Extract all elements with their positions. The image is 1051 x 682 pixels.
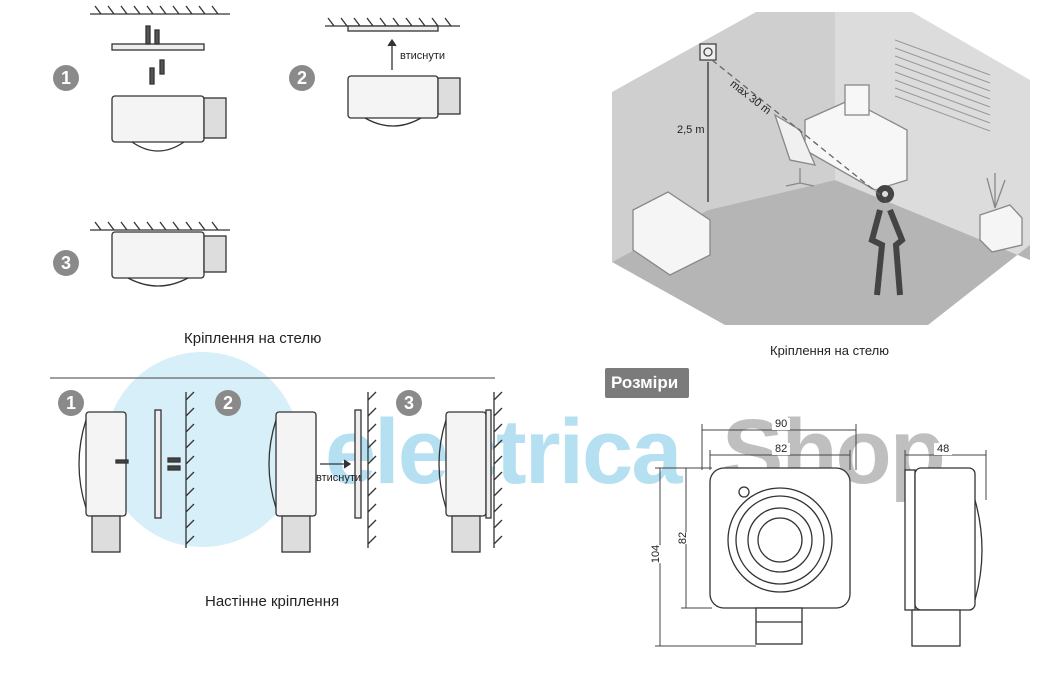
ceiling-step-2-badge: 2 (289, 65, 315, 91)
dimensions-title: Розміри (605, 368, 689, 398)
wall-step-1-badge: 1 (58, 390, 84, 416)
watermark-circle (105, 352, 300, 547)
wall-step2-drawing (268, 391, 377, 553)
dim-height-body: 82 (677, 531, 690, 545)
ceiling-step3-drawing (90, 221, 230, 287)
wall-press-label: втиснути (316, 472, 362, 484)
wall-step-3-badge: 3 (396, 390, 422, 416)
dim-width-outer: 90 (772, 418, 791, 430)
dim-depth: 48 (934, 443, 953, 455)
ceiling-press-label: втиснути (400, 50, 446, 62)
dim-height-total: 104 (650, 544, 663, 564)
wall-step-2-badge: 2 (215, 390, 241, 416)
ceiling-step-3-badge: 3 (53, 250, 79, 276)
room-illustration (612, 12, 1030, 325)
wall-step3-drawing (438, 391, 503, 553)
dimension-side-drawing (904, 467, 983, 647)
ceiling-step-1-badge: 1 (53, 65, 79, 91)
dim-width-inner: 82 (772, 443, 791, 455)
wall-mount-caption: Настінне кріплення (205, 593, 340, 610)
dimension-front-drawing (655, 424, 987, 647)
ceiling-step2-drawing (325, 17, 461, 127)
room-height-label: 2,5 m (677, 124, 705, 136)
ceiling-step1-drawing (90, 5, 230, 152)
ceiling-mount-caption: Кріплення на стелю (184, 330, 322, 347)
wall-step1-drawing (78, 391, 195, 553)
room-caption: Кріплення на стелю (770, 343, 890, 358)
